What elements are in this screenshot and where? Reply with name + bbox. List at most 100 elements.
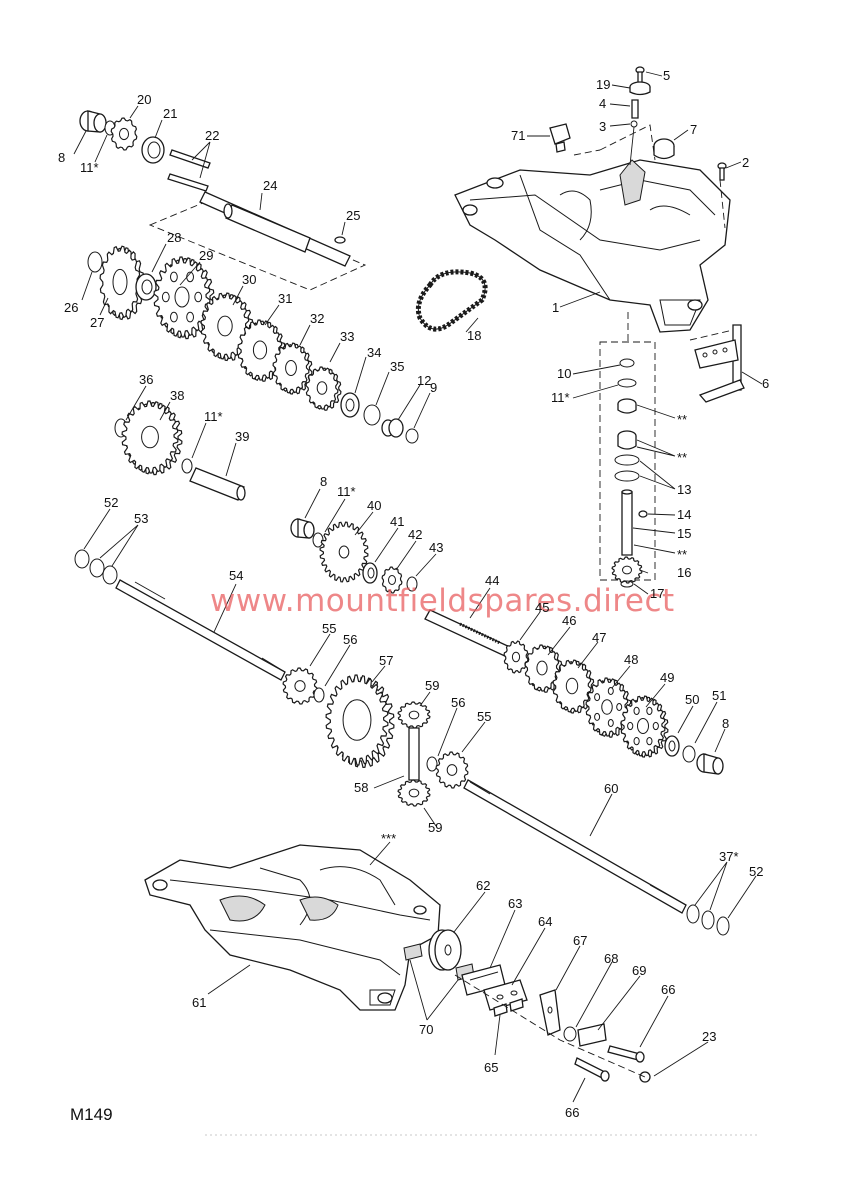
group-box-vertical [599, 341, 656, 581]
spring-4 [631, 99, 639, 119]
label-58: 58 [354, 780, 368, 795]
label-15: 15 [677, 526, 691, 541]
label-8-mid: 8 [320, 474, 327, 489]
diagram-code: M149 [70, 1105, 113, 1124]
bushing-8-mid [290, 518, 315, 539]
label-19: 19 [596, 77, 610, 92]
plug-7 [653, 138, 675, 160]
label-67: 67 [573, 933, 587, 948]
bushing-12 [381, 418, 404, 438]
label-24: 24 [263, 178, 277, 193]
label-66-right: 66 [661, 982, 675, 997]
washer-52b [716, 916, 730, 936]
label-56-left: 56 [343, 632, 357, 647]
label-35: 35 [390, 359, 404, 374]
group-box-24 [148, 199, 367, 291]
bevel-gear-55-left [282, 667, 318, 705]
label-63: 63 [508, 896, 522, 911]
lower-housing-61 [144, 844, 441, 1011]
guide-bolt-2 [719, 179, 726, 229]
washer-9 [405, 428, 419, 444]
label-59-bottom: 59 [428, 820, 442, 835]
label-10: 10 [557, 366, 571, 381]
label-36: 36 [139, 372, 153, 387]
bearing-28 [135, 273, 157, 301]
label-48: 48 [624, 652, 638, 667]
label-50: 50 [685, 692, 699, 707]
washer-51 [682, 745, 696, 763]
label-6: 6 [762, 376, 769, 391]
collar-34 [340, 392, 360, 418]
washer-35 [363, 404, 381, 426]
arm-67 [539, 989, 561, 1036]
label-45: 45 [535, 600, 549, 615]
label-40: 40 [367, 498, 381, 513]
label-52-left: 52 [104, 495, 118, 510]
chain-18 [415, 269, 488, 332]
label-51: 51 [712, 688, 726, 703]
label-65: 65 [484, 1060, 498, 1075]
label-39: 39 [235, 429, 249, 444]
label-37: 37* [719, 849, 739, 864]
label-56-right: 56 [451, 695, 465, 710]
label-14: 14 [677, 507, 691, 522]
gear-48 [585, 677, 632, 738]
ball-3 [630, 120, 638, 128]
axle-60 [463, 779, 687, 914]
bushing-8-right [696, 753, 724, 775]
label-12: 12 [417, 373, 431, 388]
label-32: 32 [310, 311, 324, 326]
bevel-gear-55-right [435, 751, 469, 789]
label-29: 29 [199, 248, 213, 263]
ring-gear-57 [325, 674, 395, 769]
label-11-vert: 11* [551, 390, 570, 405]
keys-22 [167, 149, 211, 192]
guide-lever-6 [689, 329, 734, 341]
label-triple-star: *** [381, 831, 396, 846]
guide-upper-2 [573, 149, 601, 156]
label-2: 2 [742, 155, 749, 170]
gear-33 [305, 366, 342, 411]
pinion-gear-20 [110, 117, 138, 151]
guide-brake-assembly [454, 974, 646, 1078]
watermark-text: www.mountfieldspares.direct [210, 583, 675, 619]
label-34: 34 [367, 345, 381, 360]
label-star-3: ** [677, 547, 687, 562]
label-31: 31 [278, 291, 292, 306]
label-69: 69 [632, 963, 646, 978]
label-9: 9 [430, 380, 437, 395]
bearing-mid-vert [617, 430, 637, 450]
nut-23 [639, 1071, 651, 1083]
shaft-24 [199, 191, 351, 267]
washer-11-vert [617, 378, 637, 388]
washer-53a [89, 558, 105, 578]
label-44: 44 [485, 573, 499, 588]
label-3: 3 [599, 119, 606, 134]
label-22: 22 [205, 128, 219, 143]
axle-54 [115, 579, 286, 681]
label-26: 26 [64, 300, 78, 315]
label-41: 41 [390, 514, 404, 529]
bevel-gear-16 [611, 556, 643, 584]
label-61: 61 [192, 995, 206, 1010]
label-28: 28 [167, 230, 181, 245]
pinion-59-top [397, 701, 431, 729]
switch-71 [549, 123, 571, 153]
label-8-top: 8 [58, 150, 65, 165]
shaft-39 [189, 467, 246, 501]
label-42: 42 [408, 527, 422, 542]
bolt-66-bottom [574, 1057, 610, 1082]
circlip-10 [619, 358, 635, 368]
label-64: 64 [538, 914, 552, 929]
guide-upper-1 [599, 124, 656, 161]
brake-disc-62 [428, 929, 462, 971]
label-47: 47 [592, 630, 606, 645]
washer-52a [74, 549, 90, 569]
label-11-low: 11* [337, 484, 356, 499]
pin-25 [334, 236, 346, 244]
label-18: 18 [467, 328, 481, 343]
label-60: 60 [604, 781, 618, 796]
label-7: 7 [690, 122, 697, 137]
label-11-top: 11* [80, 160, 99, 175]
